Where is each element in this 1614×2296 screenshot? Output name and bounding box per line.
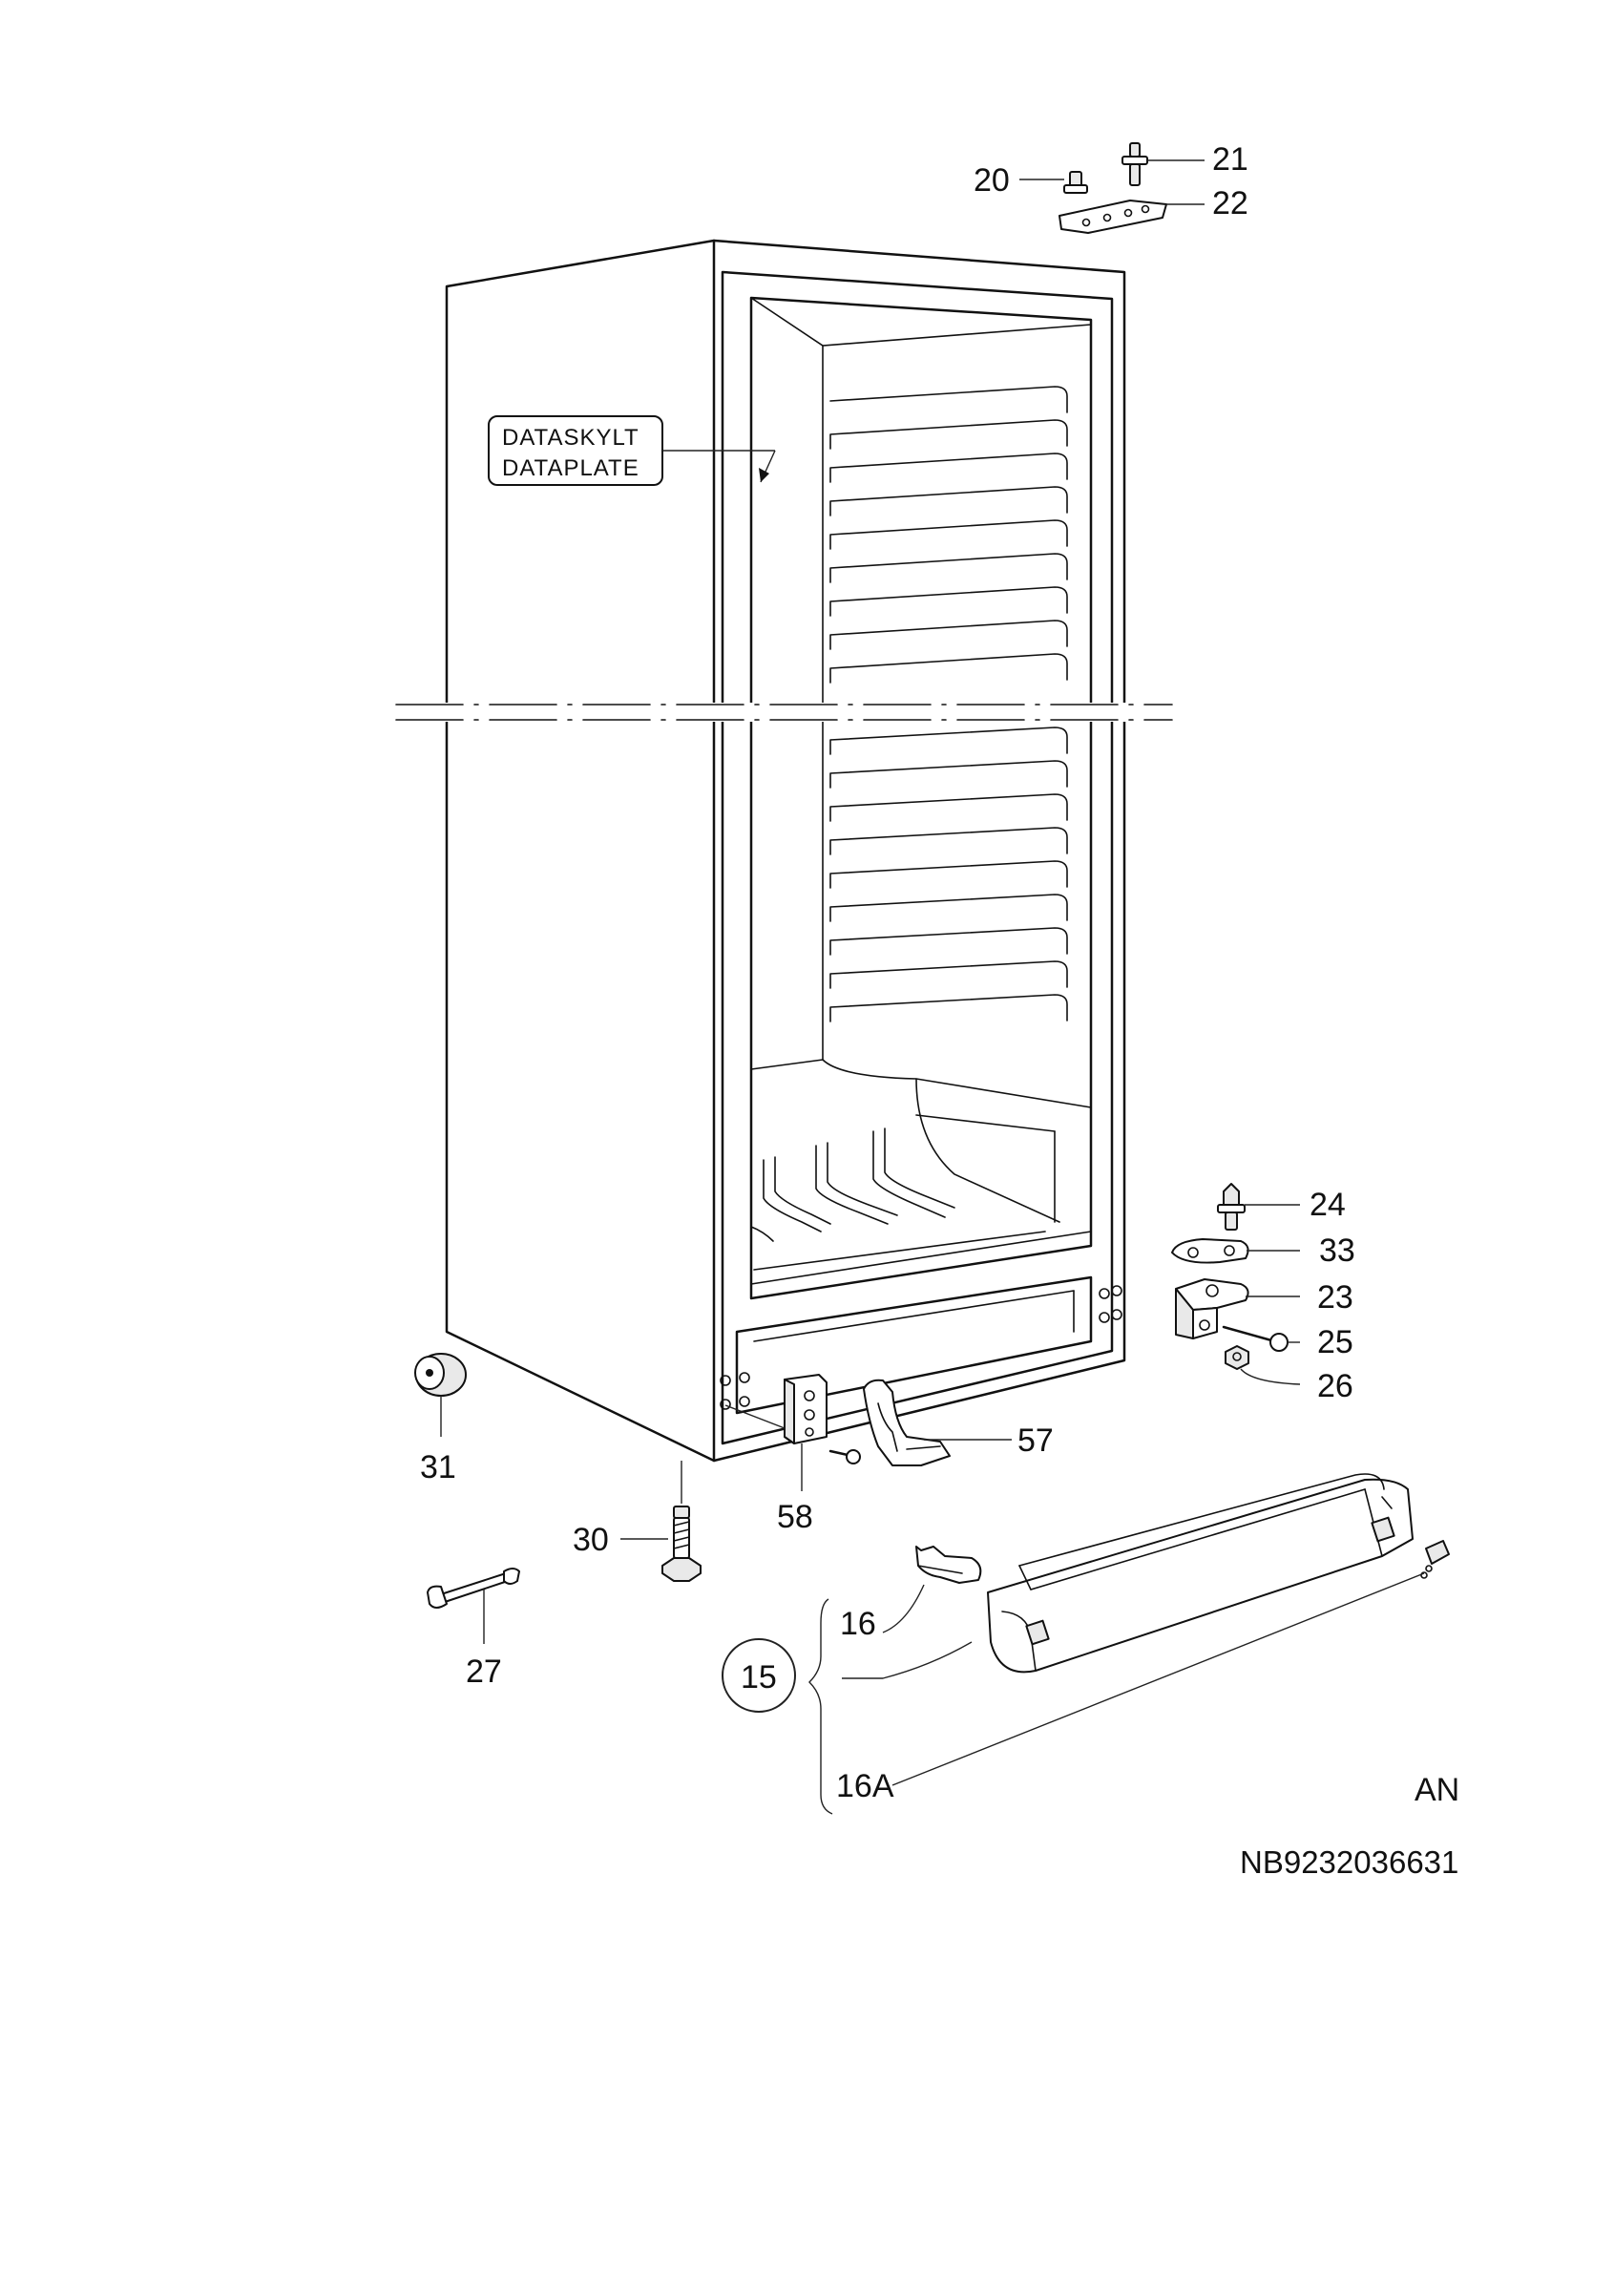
part-number-21: 21	[1212, 141, 1248, 178]
shelf-rails-lower	[829, 727, 1068, 1022]
part-number-25: 25	[1317, 1324, 1353, 1360]
part-number-58: 58	[777, 1499, 813, 1535]
part-number-31: 31	[420, 1449, 456, 1485]
top-hinge-pin-21	[1121, 142, 1205, 186]
part-number-22: 22	[1212, 185, 1248, 221]
break-lines	[391, 703, 1174, 722]
adjustable-foot-30	[620, 1461, 702, 1582]
part-number-24: 24	[1310, 1187, 1346, 1223]
hinge-screw-25	[1222, 1325, 1300, 1352]
variant-code: AN	[1415, 1772, 1459, 1808]
part-number-26: 26	[1317, 1368, 1353, 1404]
part-number-33: 33	[1319, 1232, 1355, 1269]
top-hinge-plate-22	[1059, 200, 1205, 234]
cabinet-body	[445, 239, 1126, 1463]
clip-16	[882, 1546, 982, 1633]
hinge-washer-33	[1171, 1238, 1300, 1264]
top-hinge-screw-20	[1019, 171, 1088, 194]
part-number-16: 16	[840, 1606, 876, 1642]
kick-plate-15	[987, 1473, 1450, 1674]
part-number-57: 57	[1017, 1422, 1054, 1459]
part-number-27: 27	[466, 1654, 502, 1690]
hinge-cover-57	[863, 1379, 1012, 1466]
part-number-23: 23	[1317, 1279, 1353, 1316]
data-plate-line2: DATAPLATE	[502, 455, 639, 481]
hinge-pin-24	[1217, 1183, 1300, 1231]
part-number-16a: 16A	[836, 1768, 894, 1804]
hinge-bracket-23	[1175, 1278, 1300, 1339]
shelf-rails-upper	[829, 386, 1068, 684]
data-plate-line1: DATASKYLT	[502, 425, 639, 451]
data-plate-callout	[488, 415, 776, 486]
hinge-nut-26	[1225, 1345, 1301, 1385]
assembly-bracket-15	[722, 1572, 1425, 1815]
drawing-number: NB9232036631	[1240, 1844, 1458, 1880]
part-number-15: 15	[741, 1659, 777, 1696]
part-number-30: 30	[573, 1522, 609, 1558]
spanner-27	[427, 1568, 520, 1644]
part-number-20: 20	[974, 162, 1010, 199]
lower-hinge-58	[724, 1374, 861, 1491]
foot-cap-31	[414, 1353, 467, 1437]
